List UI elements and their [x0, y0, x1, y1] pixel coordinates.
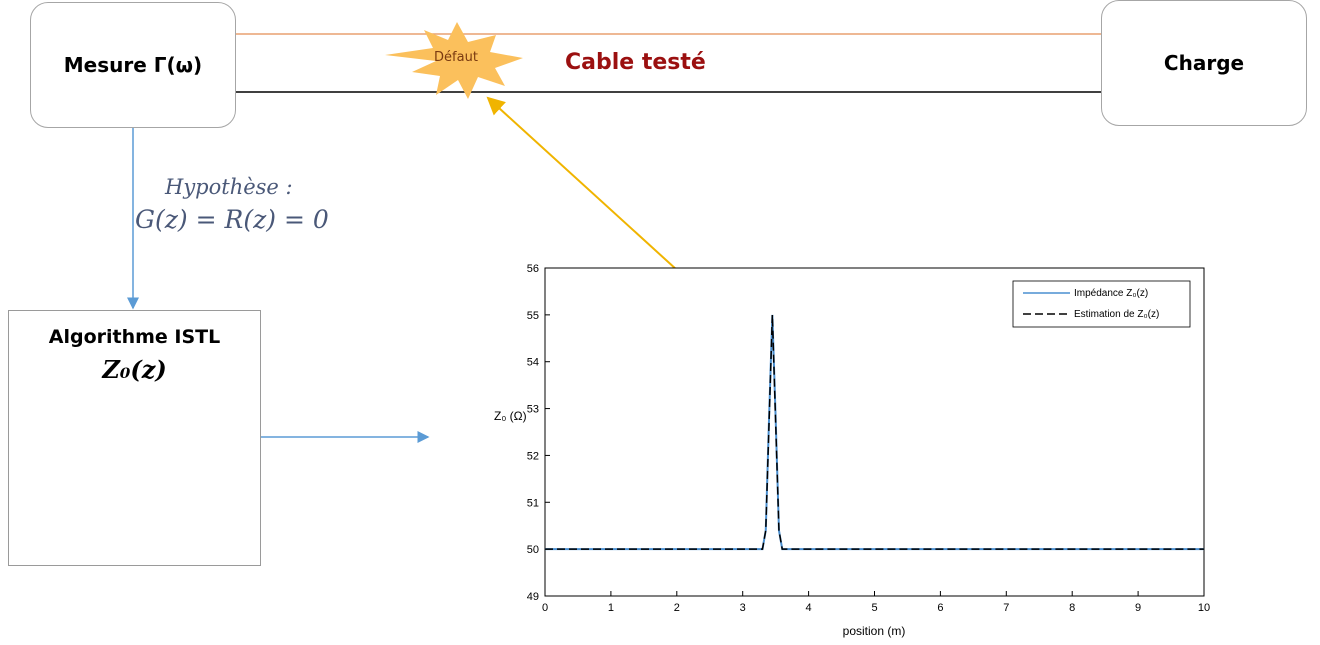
x-tick-label: 10 [1198, 602, 1210, 614]
x-tick-label: 5 [871, 602, 877, 614]
legend-label-1: Estimation de Z₀(z) [1074, 309, 1159, 320]
y-tick-label: 54 [527, 357, 539, 369]
measure-box: Mesure Γ(ω) [30, 2, 236, 128]
algorithm-box: Algorithme ISTL Z₀(z) [8, 310, 261, 566]
legend-label-0: Impédance Z₀(z) [1074, 288, 1148, 299]
chart-series [545, 314, 1204, 551]
algorithm-output: Z₀(z) [102, 355, 167, 384]
x-tick-label: 2 [674, 602, 680, 614]
cable-label: Cable testé [565, 50, 706, 75]
chart-legend: Impédance Z₀(z) Estimation de Z₀(z) [1012, 280, 1191, 328]
y-tick-label: 50 [527, 544, 539, 556]
hypothesis-equation: G(z) = R(z) = 0 [135, 205, 329, 234]
measure-label: Mesure Γ(ω) [63, 53, 203, 77]
y-tick-label: 56 [527, 263, 539, 275]
defect-label: Défaut [434, 50, 478, 65]
x-tick-label: 1 [608, 602, 614, 614]
x-tick-label: 4 [806, 602, 812, 614]
y-tick-label: 53 [527, 404, 539, 416]
y-tick-label: 49 [527, 591, 539, 603]
chart-xlabel: position (m) [843, 624, 906, 638]
legend-box [1012, 280, 1191, 328]
load-box: Charge [1101, 0, 1307, 126]
y-tick-label: 55 [527, 310, 539, 322]
load-label: Charge [1163, 51, 1245, 75]
y-tick-label: 52 [527, 450, 539, 462]
x-tick-label: 6 [937, 602, 943, 614]
defect-burst [385, 22, 523, 99]
x-tick-label: 3 [740, 602, 746, 614]
x-tick-label: 0 [542, 602, 548, 614]
series-line-1 [545, 314, 1204, 550]
x-tick-label: 9 [1135, 602, 1141, 614]
hypothesis-title: Hypothèse : [165, 175, 293, 199]
x-tick-label: 8 [1069, 602, 1075, 614]
chart-ylabel: Z₀ (Ω) [494, 409, 527, 423]
y-tick-label: 51 [527, 497, 539, 509]
x-tick-label: 7 [1003, 602, 1009, 614]
algorithm-title: Algorithme ISTL [48, 326, 221, 348]
